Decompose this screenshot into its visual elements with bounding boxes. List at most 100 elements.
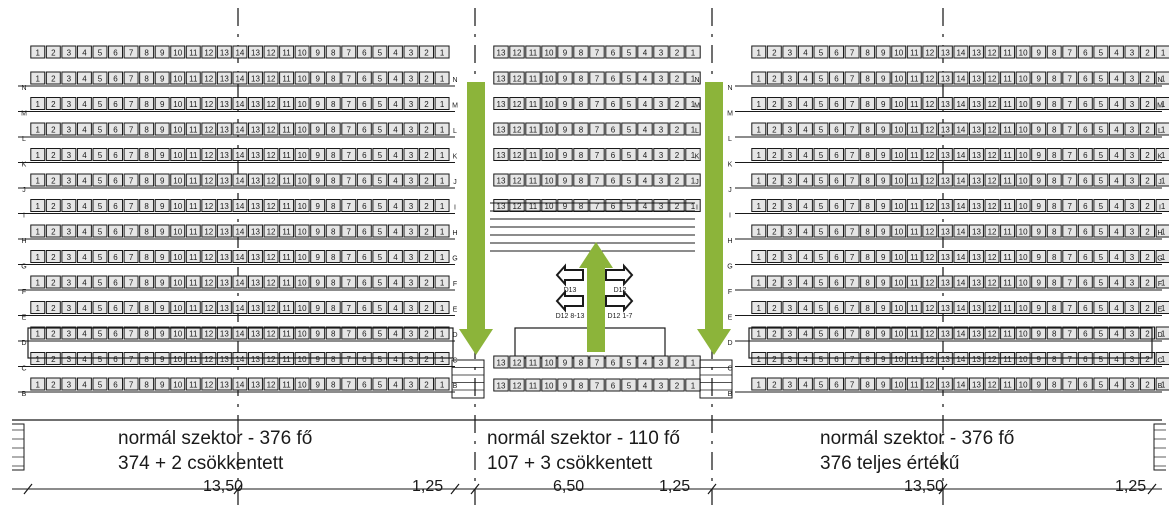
- seat-number: 8: [331, 177, 336, 186]
- seat: [92, 224, 108, 238]
- seat: [621, 173, 637, 187]
- seat: [356, 122, 372, 136]
- seat-number: 9: [563, 75, 568, 84]
- seat-number: 3: [1130, 279, 1135, 288]
- seat-number: 11: [910, 49, 919, 58]
- seat: [829, 173, 844, 187]
- seat-number: 1: [1161, 126, 1166, 135]
- seat: [310, 45, 326, 59]
- seat-number: 9: [563, 100, 568, 109]
- seat: [92, 173, 108, 187]
- seat-number: 11: [1003, 100, 1012, 109]
- seat-number: 11: [1003, 279, 1012, 288]
- seat-number: 12: [267, 49, 276, 58]
- seat-number: 4: [643, 359, 648, 368]
- seat-number: 4: [82, 304, 87, 313]
- seat-number: 11: [910, 253, 919, 262]
- seat: [356, 301, 372, 314]
- seat: [170, 224, 186, 238]
- seat: [813, 275, 829, 289]
- seat: [557, 45, 573, 59]
- seat: [403, 122, 419, 136]
- seat-number: 5: [627, 177, 632, 186]
- seat-number: 8: [579, 75, 584, 84]
- seat: [170, 45, 186, 59]
- seat: [751, 173, 767, 187]
- seat: [829, 301, 844, 314]
- seat-number: 8: [579, 359, 584, 368]
- seat: [605, 97, 621, 110]
- seat: [403, 148, 419, 161]
- row-letter-middle: L: [695, 128, 699, 135]
- seat-number: 2: [424, 355, 429, 364]
- seat: [1124, 275, 1140, 289]
- seat-number: 1: [36, 49, 41, 58]
- seat-number: 12: [988, 304, 997, 313]
- seat: [1077, 250, 1093, 263]
- seat-number: 1: [36, 177, 41, 186]
- seat: [493, 97, 509, 110]
- exit-arrow-left-lower: [555, 289, 584, 313]
- seat-number: 2: [772, 355, 777, 364]
- seat: [860, 148, 876, 161]
- seat: [875, 71, 891, 85]
- seat-number: 7: [850, 228, 855, 237]
- seat-number: 13: [941, 100, 950, 109]
- seat: [969, 199, 984, 212]
- seat: [875, 122, 891, 136]
- seat-number: 13: [941, 202, 950, 211]
- right-aisle-dimension: 1,25: [1115, 478, 1147, 495]
- seat: [1046, 275, 1062, 289]
- seat: [170, 173, 186, 187]
- seat-number: 2: [424, 253, 429, 262]
- seat-number: 2: [51, 100, 56, 109]
- seat-number: 6: [1083, 151, 1088, 160]
- seat: [860, 250, 876, 263]
- seat: [341, 275, 357, 289]
- seat: [797, 71, 813, 85]
- seat-number: 3: [659, 202, 664, 211]
- seat-number: 14: [235, 253, 244, 262]
- seat: [906, 275, 922, 289]
- seat-number: 2: [424, 151, 429, 160]
- seat-number: 6: [834, 228, 839, 237]
- seat-number: 10: [1019, 202, 1028, 211]
- seat: [797, 97, 813, 110]
- seat-number: 13: [972, 279, 981, 288]
- seat-number: 6: [1083, 49, 1088, 58]
- seat: [797, 301, 813, 314]
- seat: [139, 250, 155, 263]
- seat: [154, 71, 170, 85]
- seat: [937, 71, 953, 85]
- seat: [139, 122, 155, 136]
- seat-number: 8: [865, 253, 870, 262]
- seat: [123, 224, 139, 238]
- middle-sector-caption-2: 107 + 3 csökkentett: [487, 453, 653, 474]
- seat-number: 11: [282, 126, 291, 135]
- seat: [621, 71, 637, 85]
- seat-number: 10: [173, 304, 182, 313]
- seat: [541, 122, 557, 136]
- seat: [372, 224, 388, 238]
- seat: [387, 275, 403, 289]
- seat-number: 11: [282, 304, 291, 313]
- seat-number: 8: [865, 202, 870, 211]
- seat: [1000, 173, 1016, 187]
- seat-number: 12: [925, 381, 934, 390]
- seat: [30, 45, 46, 59]
- row-letter-left-end: B: [453, 383, 458, 390]
- seat: [154, 250, 170, 263]
- seat: [387, 97, 403, 110]
- seat-number: 11: [529, 382, 538, 391]
- seat-number: 4: [643, 177, 648, 186]
- seat-number: 13: [941, 381, 950, 390]
- seat-number: 11: [910, 355, 919, 364]
- seat: [1062, 224, 1078, 238]
- seat-number: 3: [67, 49, 72, 58]
- seat: [937, 173, 953, 187]
- seat-number: 5: [98, 228, 103, 237]
- seat: [860, 45, 876, 59]
- seat-number: 8: [579, 126, 584, 135]
- seat-number: 5: [1099, 355, 1104, 364]
